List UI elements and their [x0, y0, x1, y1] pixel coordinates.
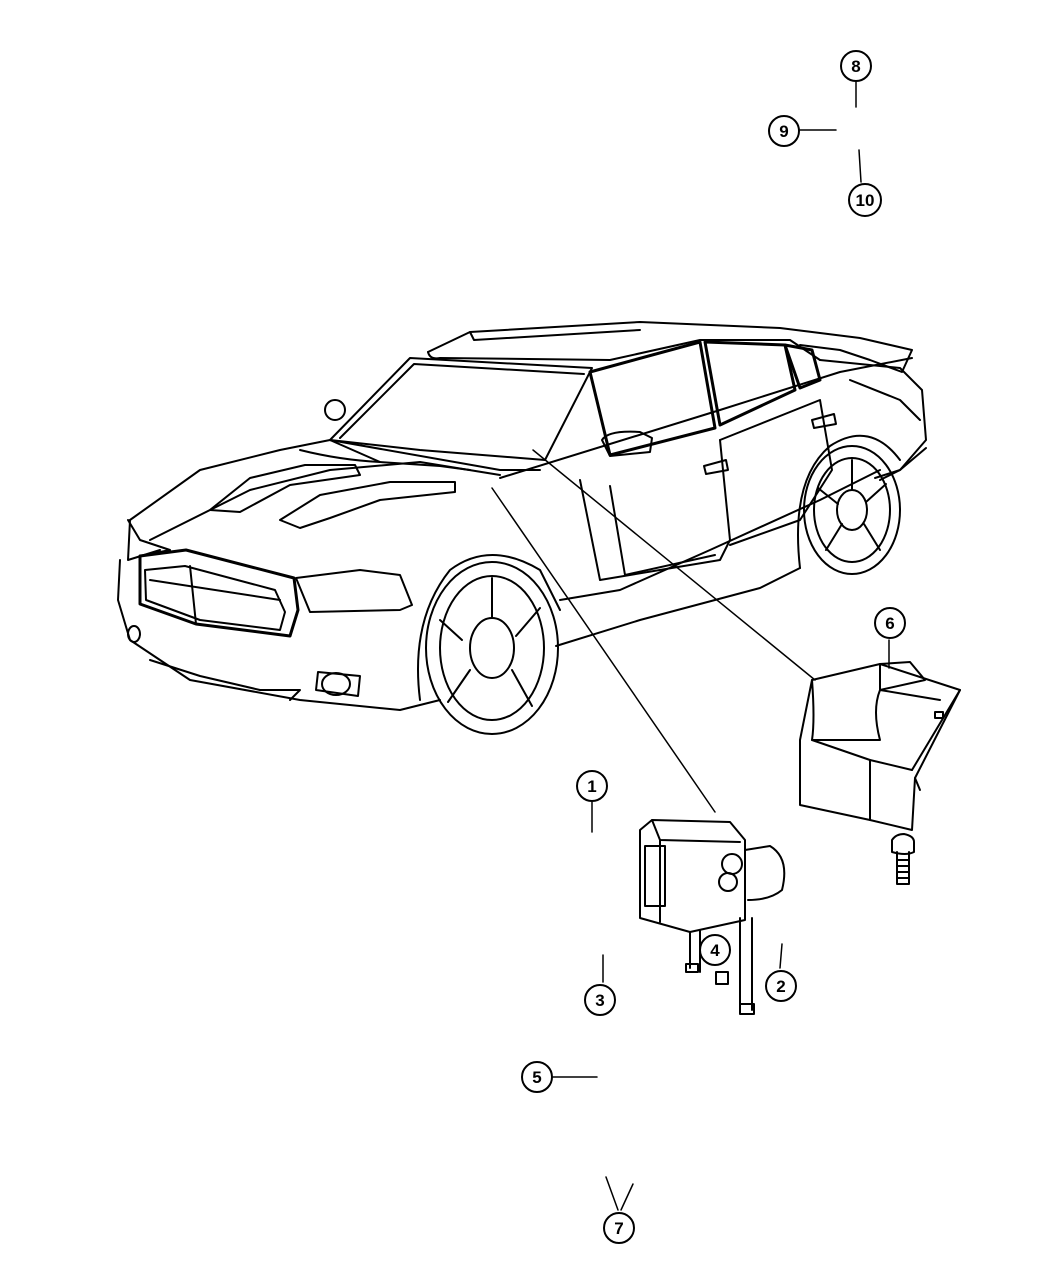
svg-text:4: 4 [710, 941, 720, 960]
abs-module-part [639, 819, 786, 1015]
callout-4: 4 [699, 934, 731, 966]
callout-1: 1 [576, 770, 608, 802]
bolt-part [891, 833, 915, 885]
svg-text:9: 9 [779, 122, 788, 141]
svg-text:8: 8 [851, 57, 860, 76]
car-illustration [117, 321, 927, 735]
svg-text:2: 2 [776, 977, 785, 996]
svg-text:10: 10 [856, 191, 875, 210]
control-module-bracket-part [799, 661, 961, 831]
svg-text:5: 5 [532, 1068, 541, 1087]
callout-6: 6 [874, 607, 906, 639]
callout-7: 7 [603, 1212, 635, 1244]
svg-text:1: 1 [587, 777, 596, 796]
callout-2: 2 [765, 970, 797, 1002]
svg-text:6: 6 [885, 614, 894, 633]
svg-text:7: 7 [614, 1219, 623, 1238]
leader-lines [491, 81, 890, 1211]
callout-8: 8 [840, 50, 872, 82]
callout-5: 5 [521, 1061, 553, 1093]
callout-10: 10 [848, 183, 882, 217]
callout-9: 9 [768, 115, 800, 147]
callout-3: 3 [584, 984, 616, 1016]
svg-text:3: 3 [595, 991, 604, 1010]
